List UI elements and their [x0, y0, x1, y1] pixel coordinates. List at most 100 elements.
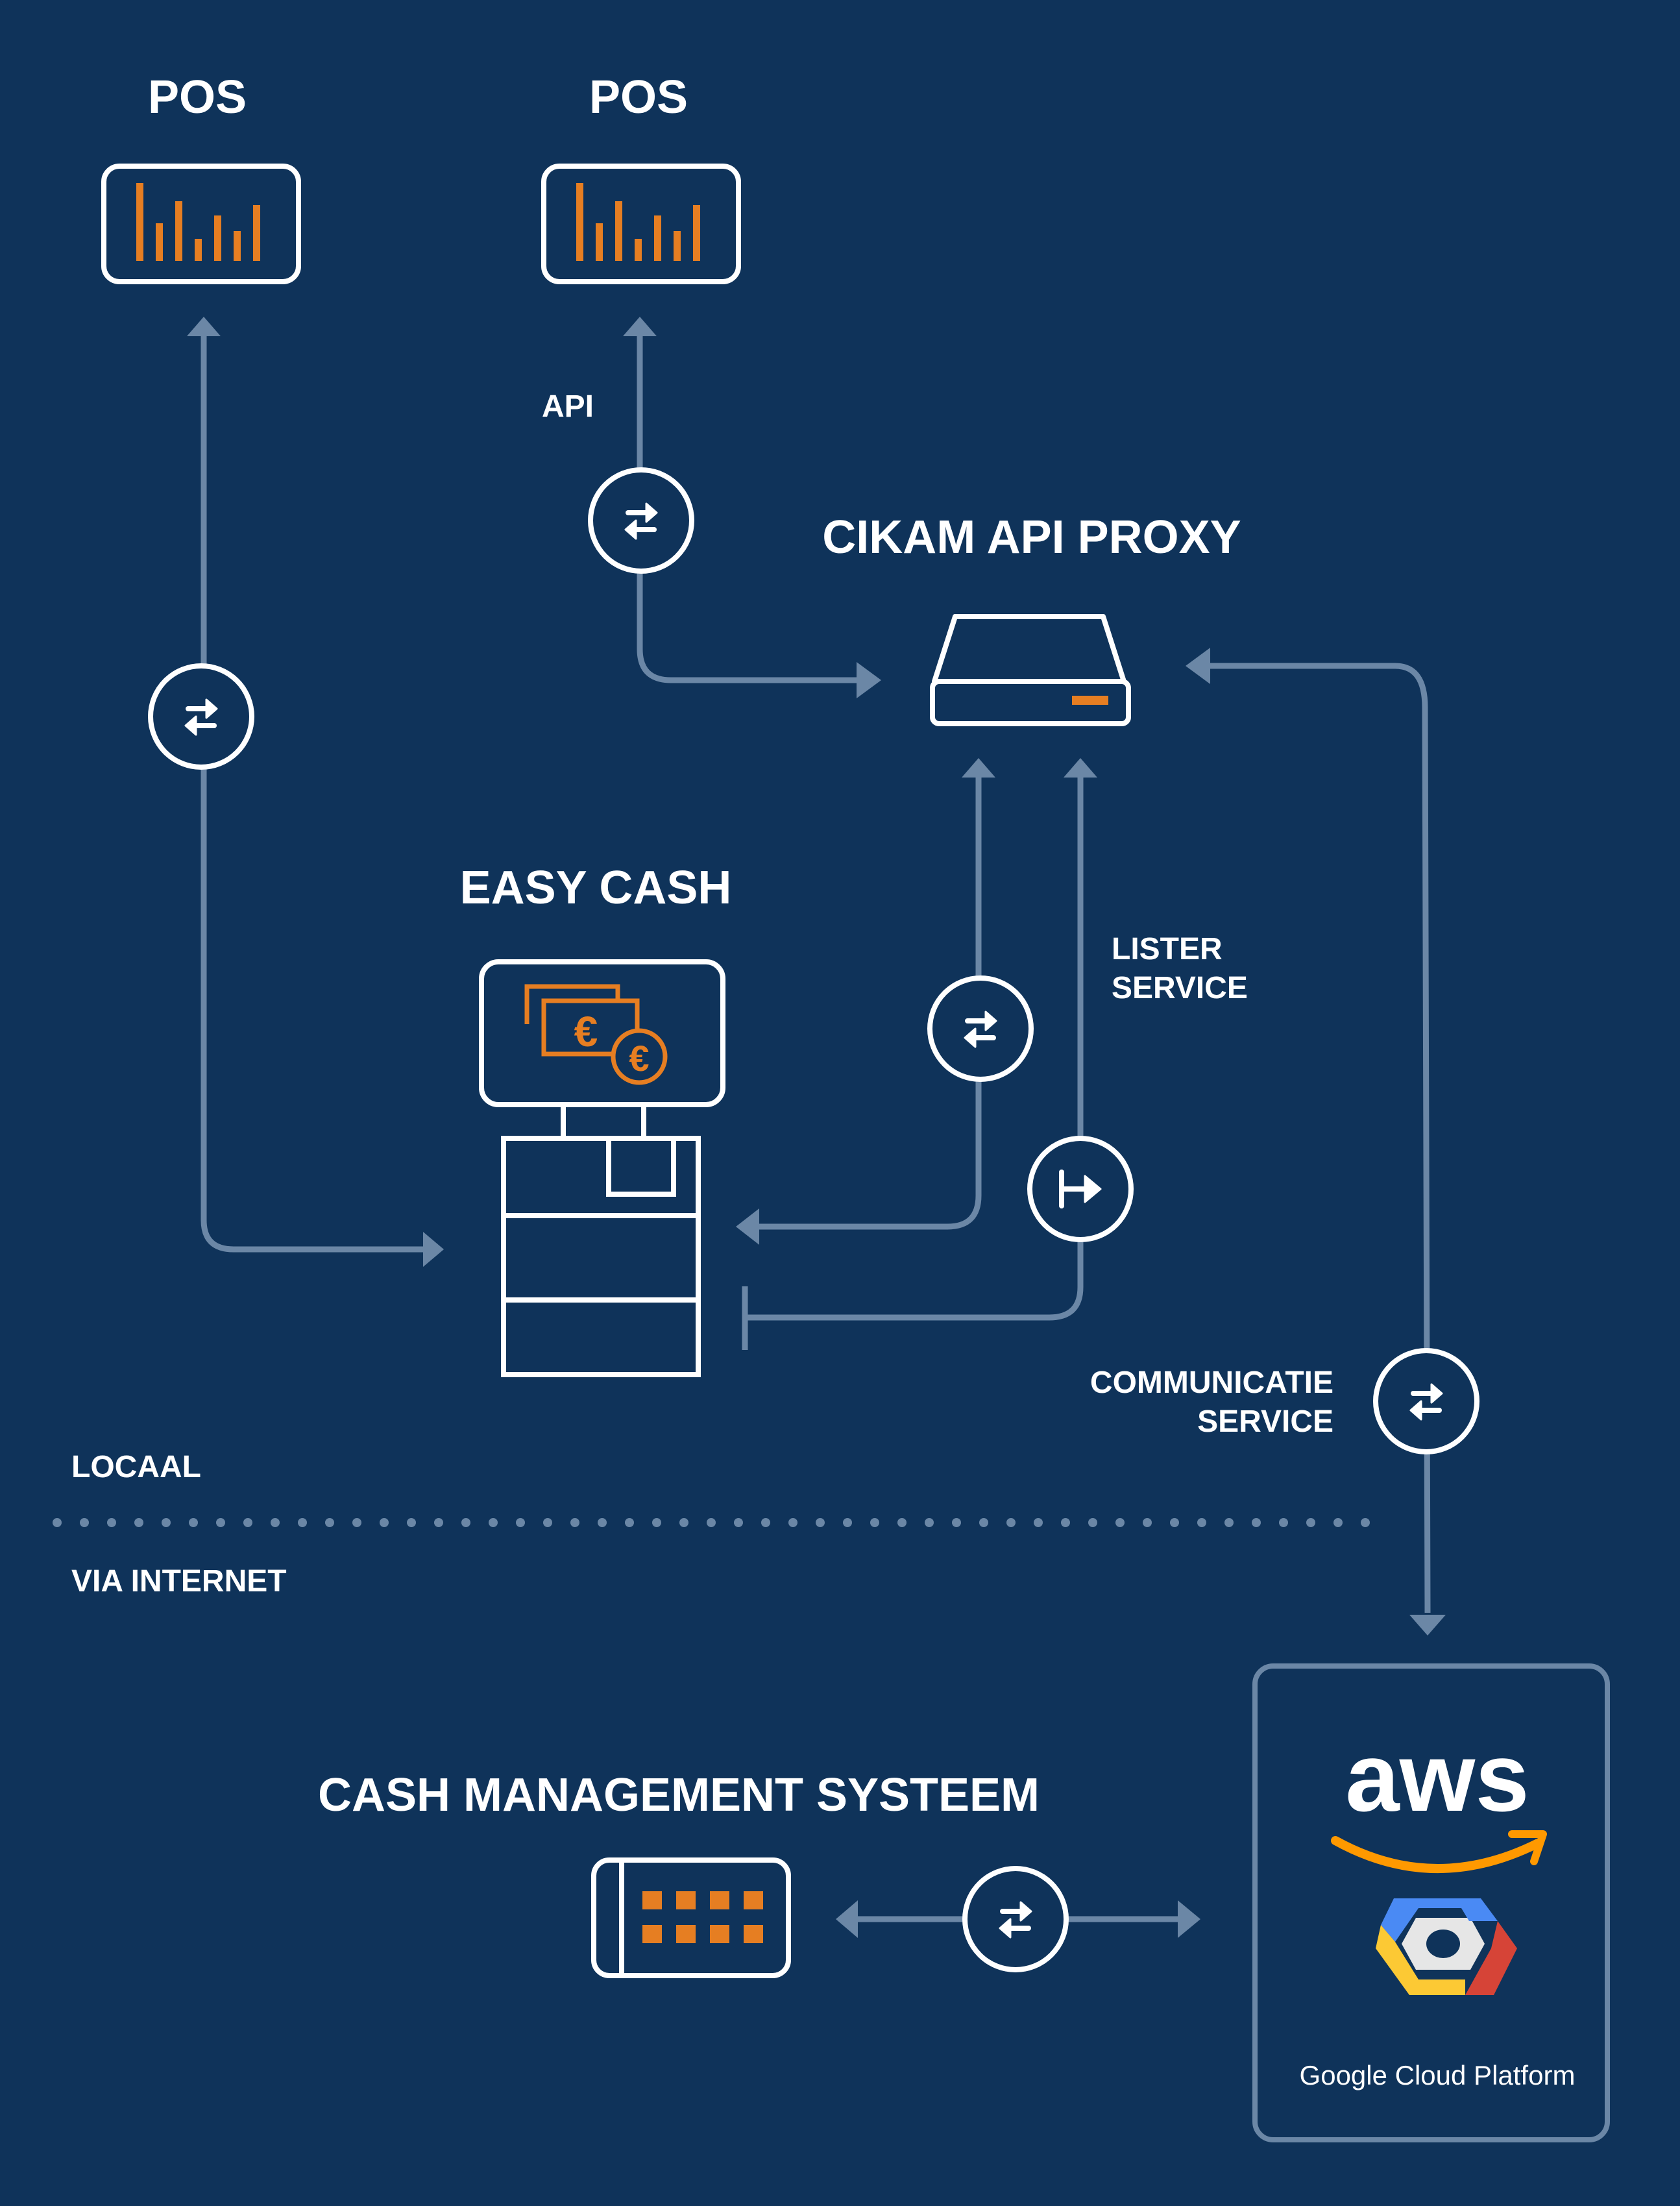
node-easy-cash[interactable]: EASY CASH € €	[460, 862, 732, 1377]
pos-bar	[654, 215, 661, 261]
node-cloud-providers[interactable]: aws Google Cloud Platform	[1252, 1663, 1610, 2142]
server-icon	[930, 614, 1131, 726]
divider-dot	[870, 1518, 879, 1527]
exchange-pos-left[interactable]	[148, 663, 254, 770]
divider-dot	[1361, 1518, 1370, 1527]
divider-dot	[407, 1518, 416, 1527]
divider-dot	[570, 1518, 579, 1527]
divider-dot	[625, 1518, 634, 1527]
aws-logo: aws	[1331, 1722, 1547, 1873]
svg-text:€: €	[629, 1038, 649, 1079]
pos-bar	[253, 205, 260, 261]
pos-bar	[156, 223, 163, 261]
gcp-label: Google Cloud Platform	[1300, 2060, 1576, 2090]
pos-bar	[234, 231, 241, 261]
cms-key	[710, 1925, 729, 1943]
divider-dot	[1006, 1518, 1016, 1527]
divider-dot	[1197, 1518, 1206, 1527]
svg-text:€: €	[574, 1007, 598, 1055]
listener-lister-service[interactable]	[1027, 1136, 1134, 1242]
divider-dot	[107, 1518, 116, 1527]
divider-dot	[516, 1518, 525, 1527]
cms-key	[676, 1891, 696, 1909]
api-label: API	[542, 389, 594, 424]
divider-dot	[679, 1518, 688, 1527]
divider-dot	[189, 1518, 198, 1527]
divider-dot	[652, 1518, 661, 1527]
cms-key	[642, 1891, 662, 1909]
euro-cash-icon: € €	[524, 984, 668, 1085]
divider-dot	[1333, 1518, 1343, 1527]
node-pos-left[interactable]: POS	[101, 71, 301, 284]
divider-dot	[134, 1518, 143, 1527]
cms-key	[744, 1925, 763, 1943]
divider-dot	[1306, 1518, 1315, 1527]
divider-dot	[243, 1518, 252, 1527]
divider-dot	[271, 1518, 280, 1527]
divider-dot	[979, 1518, 988, 1527]
pos-bar-chart-icon	[101, 164, 301, 284]
pos-bar	[195, 239, 202, 261]
aws-label: aws	[1345, 1722, 1529, 1832]
pos-left-label: POS	[148, 71, 247, 123]
divider-dot	[216, 1518, 225, 1527]
divider-dot	[734, 1518, 743, 1527]
divider-dot	[1034, 1518, 1043, 1527]
divider-dot	[816, 1518, 825, 1527]
divider-dot	[1088, 1518, 1097, 1527]
node-cash-management-systeem[interactable]: CASH MANAGEMENT SYSTEEM	[318, 1769, 1040, 1978]
divider-dot	[298, 1518, 307, 1527]
exchange-communicatie-service[interactable]	[1373, 1348, 1479, 1454]
cms-key	[744, 1891, 763, 1909]
divider-dot	[1279, 1518, 1288, 1527]
divider-dot	[80, 1518, 89, 1527]
pos-bar	[674, 231, 681, 261]
pos-bar	[136, 183, 143, 261]
lister-service-label-line2: SERVICE	[1112, 971, 1248, 1005]
divider-dot	[489, 1518, 498, 1527]
divider-dot	[761, 1518, 770, 1527]
node-cikam-api-proxy[interactable]: CIKAM API PROXY	[822, 511, 1241, 726]
easy-cash-label: EASY CASH	[460, 862, 732, 914]
divider-dot	[434, 1518, 443, 1527]
cash-management-label: CASH MANAGEMENT SYSTEEM	[318, 1769, 1040, 1821]
pos-bar	[596, 223, 603, 261]
divider-dot	[952, 1518, 961, 1527]
divider-dot	[53, 1518, 62, 1527]
exchange-proxy-easycash[interactable]	[927, 975, 1034, 1082]
connector-api-proxy	[623, 317, 881, 698]
proxy-label: CIKAM API PROXY	[822, 511, 1241, 563]
cms-key	[710, 1891, 729, 1909]
cms-key	[642, 1925, 662, 1943]
lister-service-label-line1: LISTER	[1112, 932, 1223, 966]
pos-bar	[175, 201, 182, 261]
pos-bar	[693, 205, 700, 261]
zone-divider	[53, 1518, 1370, 1527]
cms-key	[676, 1925, 696, 1943]
divider-dot	[1143, 1518, 1152, 1527]
exchange-cms-cloud[interactable]	[962, 1866, 1069, 1972]
divider-dot	[352, 1518, 361, 1527]
divider-dot	[1252, 1518, 1261, 1527]
divider-dot	[162, 1518, 171, 1527]
pos-bar	[635, 239, 642, 261]
divider-dot	[843, 1518, 852, 1527]
divider-dot	[1061, 1518, 1070, 1527]
zone-label-internet: VIA INTERNET	[71, 1564, 287, 1599]
divider-dot	[925, 1518, 934, 1527]
divider-dot	[1170, 1518, 1179, 1527]
google-cloud-platform-logo: Google Cloud Platform	[1300, 1898, 1576, 2090]
pos-bar	[576, 183, 583, 261]
divider-dot	[707, 1518, 716, 1527]
pos-bar-chart-icon	[541, 164, 741, 284]
connector-communicatie-service	[1186, 648, 1446, 1636]
node-pos-right[interactable]: POS	[541, 71, 741, 284]
cash-management-icon	[591, 1857, 791, 1978]
communicatie-service-label-line2: SERVICE	[1197, 1404, 1333, 1439]
connector-proxy-easycash	[736, 758, 995, 1245]
divider-dot	[1224, 1518, 1234, 1527]
communicatie-service-label-line1: COMMUNICATIE	[1090, 1366, 1333, 1400]
exchange-api[interactable]	[588, 467, 694, 574]
divider-dot	[543, 1518, 552, 1527]
